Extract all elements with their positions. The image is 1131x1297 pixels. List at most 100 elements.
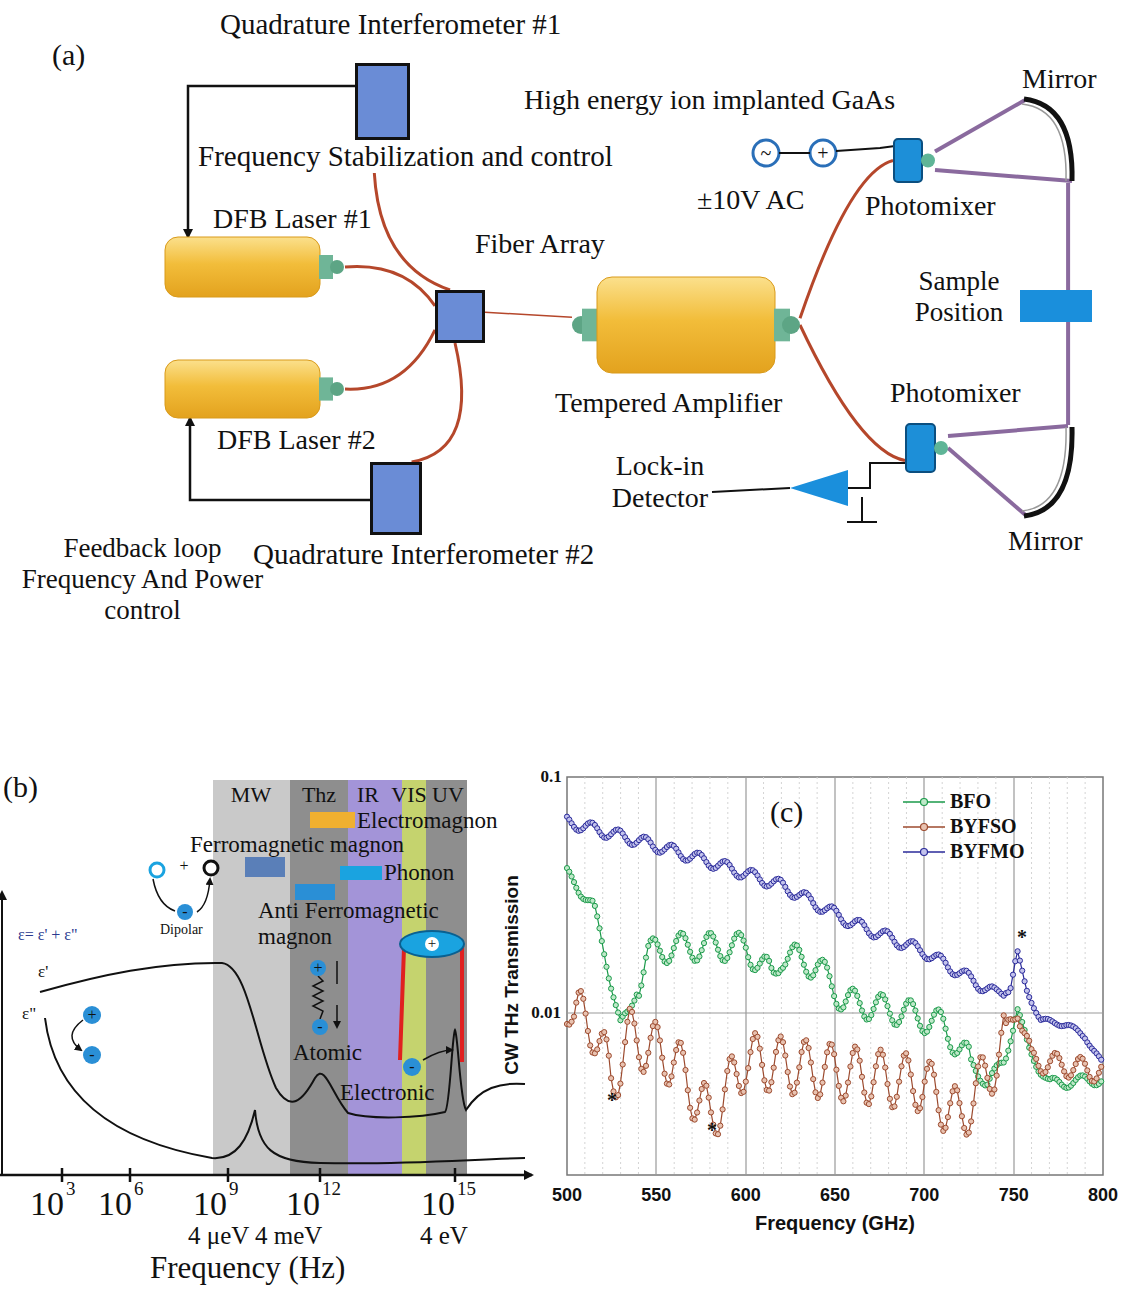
data-marker [655,1025,660,1030]
setup-component: Photomixer [893,138,935,183]
data-marker [571,880,576,885]
data-marker [797,947,802,952]
component-shape [572,277,800,373]
data-marker [618,1081,623,1086]
data-marker [767,958,772,963]
data-marker [1059,1062,1064,1067]
dipole-end [150,863,164,877]
data-marker [859,1074,864,1079]
connector [948,448,1026,515]
data-marker [1036,1063,1041,1068]
data-marker [1015,1007,1020,1012]
data-marker [911,1089,916,1094]
data-marker [583,1011,588,1016]
data-marker [641,1069,646,1074]
data-marker [1008,986,1013,991]
data-marker [1003,1056,1008,1061]
data-marker [801,962,806,967]
data-marker [743,945,748,950]
figure-label: Frequency (Hz) [150,1250,345,1286]
axis-ticks [62,1168,455,1182]
data-marker [799,954,804,959]
setup-component: Fiber Array [435,290,485,343]
component-label: Mirror [1022,63,1097,95]
spectral-band: UV [426,780,467,1175]
data-marker [1057,1056,1062,1061]
figure-label: - [182,903,187,921]
data-marker [683,1067,688,1072]
data-marker [1001,1013,1006,1018]
grid-line [763,777,764,1175]
data-marker [639,983,644,988]
data-marker [883,1065,888,1070]
data-marker [674,938,679,943]
figure-label: Atomic [293,1040,362,1066]
data-marker [643,955,648,960]
hop-arrow [72,1020,83,1050]
data-marker [969,1057,974,1062]
data-marker [1048,1059,1053,1064]
data-marker [943,1125,948,1130]
data-marker [760,1062,765,1067]
data-line [567,991,1101,1135]
data-marker [917,1106,922,1111]
data-marker [767,1088,772,1093]
data-marker [1099,1057,1104,1062]
figure-label: - [317,1018,322,1036]
data-marker [911,1002,916,1007]
grid-line [942,777,943,1175]
data-marker [892,1104,897,1109]
data-marker [574,885,579,890]
figure-label: 0.1 [540,767,561,787]
data-marker [822,1064,827,1069]
grid-line [870,777,871,1175]
data-marker [609,986,614,991]
grid-line [1031,777,1032,1175]
data-marker [1073,1061,1078,1066]
thz-beam [948,426,1068,436]
data-marker [1034,1056,1039,1061]
output-wire [712,488,790,492]
thz-beam [935,170,1072,181]
orbit-line [400,948,462,1062]
grid-line [906,777,907,1175]
grid-line [620,777,621,1175]
figure-label: 10 [30,1184,64,1223]
data-marker [683,936,688,941]
data-marker [948,1045,953,1050]
data-marker [636,993,641,998]
data-marker [962,1125,967,1130]
figure-label: 600 [731,1185,761,1206]
data-marker [836,1083,841,1088]
figure-label: 4 μeV [188,1222,249,1251]
data-marker [632,1021,637,1026]
data-marker [732,1060,737,1065]
data-marker [711,934,716,939]
figure-label: (c) [770,795,803,830]
data-marker [1027,995,1032,1000]
data-marker [1024,1033,1029,1038]
data-marker [871,1006,876,1011]
data-marker [811,973,816,978]
data-marker [843,1093,848,1098]
rotation-arrow [153,879,210,912]
data-marker [1022,979,1027,984]
figure-label: (b) [3,770,38,805]
data-marker [855,993,860,998]
data-marker [569,1019,574,1024]
dc-source [810,140,836,166]
data-marker [762,1078,767,1083]
grid-line [817,777,818,1175]
displacement-arrow [423,1050,452,1060]
data-marker [799,1049,804,1054]
connector [800,161,893,319]
spectral-band: VIS [402,780,426,1175]
component-label: Thz [302,782,336,807]
data-marker [904,1051,909,1056]
figure-label: ~ [761,142,772,165]
figure-label: Ferromagnetic magnon [190,832,404,858]
data-marker [938,1122,943,1127]
grid-line [1085,777,1086,1175]
data-marker [959,1114,964,1119]
